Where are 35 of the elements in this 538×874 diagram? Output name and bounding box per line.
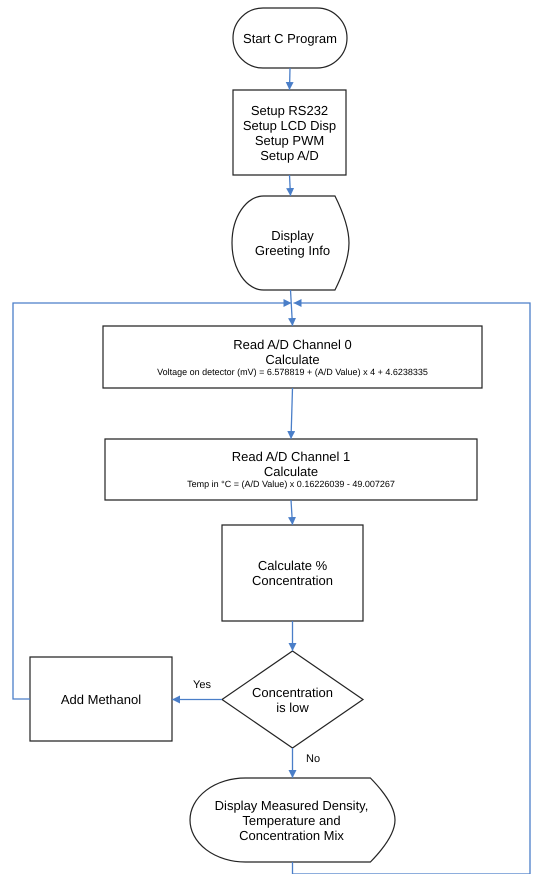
node-text: Setup LCD Disp (242, 118, 336, 132)
node-text: Display Measured Density, Temperature and Concentration Mix (214, 798, 369, 842)
node-text: Read A/D Channel 1 (232, 449, 350, 464)
node-text: Read A/D Channel 0 (233, 336, 352, 352)
formula-text: Voltage on detector (mV) = 6.578819 + (A/D Value) x 4 + 4.6238335 (157, 366, 428, 378)
arrow (286, 68, 294, 90)
display-shape (190, 777, 396, 863)
process-box (29, 656, 173, 742)
node-text: Calculate (264, 464, 318, 479)
arrow (288, 621, 296, 651)
formula-text: Temp in °C = (A/D Value) x 0.16226039 - 49.007267 (187, 479, 395, 490)
terminator-shape (232, 7, 348, 69)
display-shape (231, 195, 350, 291)
arrow (286, 174, 294, 196)
node-text: Setup A/D (260, 148, 319, 162)
node-text: Calculate % Concentration (251, 558, 334, 588)
node-text: Calculate (265, 352, 320, 366)
process-box (221, 524, 364, 622)
arrow (12, 299, 292, 700)
decision-diamond (220, 650, 364, 749)
arrow (288, 748, 296, 778)
node-text: Setup RS232 (250, 102, 328, 118)
node-text: Concentration is low (252, 684, 333, 714)
process-box (104, 438, 478, 501)
arrow (287, 388, 296, 440)
arrow (288, 500, 296, 526)
process-box (232, 89, 347, 176)
arrow (172, 696, 222, 704)
node-text: Add Methanol (60, 692, 142, 706)
node-text: Display Greeting Info (254, 228, 332, 258)
arrow (288, 290, 296, 326)
node-text: Setup PWM (254, 132, 324, 148)
process-box (102, 325, 483, 389)
arrow (292, 299, 531, 874)
node-text: Start C Program (243, 30, 337, 46)
